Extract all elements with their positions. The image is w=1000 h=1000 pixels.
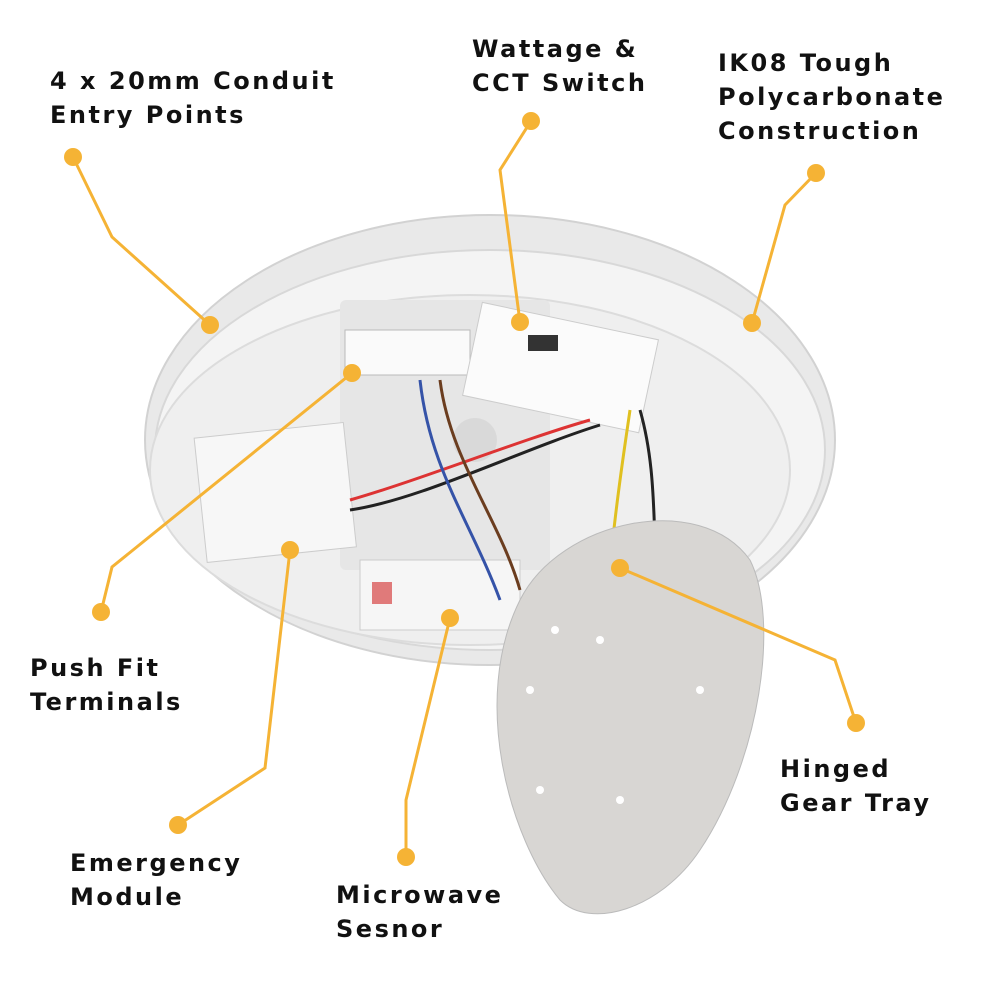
callout-lines [71,120,858,857]
callout-hinged-gear-tray: Hinged Gear Tray [780,752,932,820]
callout-line: IK08 Tough [718,49,894,77]
callout-line: Microwave [336,881,504,909]
callout-line: Emergency [70,849,243,877]
callout-line: Gear Tray [780,789,932,817]
emergency-module-body [193,421,357,564]
callout-line: Push Fit [30,654,161,682]
callout-wattage-switch: Wattage & CCT Switch [472,32,647,100]
callout-line: Terminals [30,688,183,716]
callout-conduit-entry: 4 x 20mm Conduit Entry Points [50,64,336,132]
callout-line: Construction [718,117,922,145]
callout-dots [64,112,865,866]
callout-microwave-sensor: Microwave Sesnor [336,878,503,946]
callout-push-fit-terminals: Push Fit Terminals [30,651,183,719]
callout-line: Sesnor [336,915,445,943]
callout-construction: IK08 Tough Polycarbonate Construction [718,46,945,148]
gear-tray-plate [496,520,765,915]
callout-line: Hinged [780,755,892,783]
callout-line: 4 x 20mm Conduit [50,67,336,95]
callout-emergency-module: Emergency Module [70,846,242,914]
callout-line: Entry Points [50,101,246,129]
driver-box [462,301,660,434]
callout-line: CCT Switch [472,69,648,97]
callout-line: Module [70,883,185,911]
callout-line: Polycarbonate [718,83,946,111]
sensor-body [359,559,521,631]
callout-line: Wattage & [472,35,639,63]
terminal-block [344,329,471,376]
